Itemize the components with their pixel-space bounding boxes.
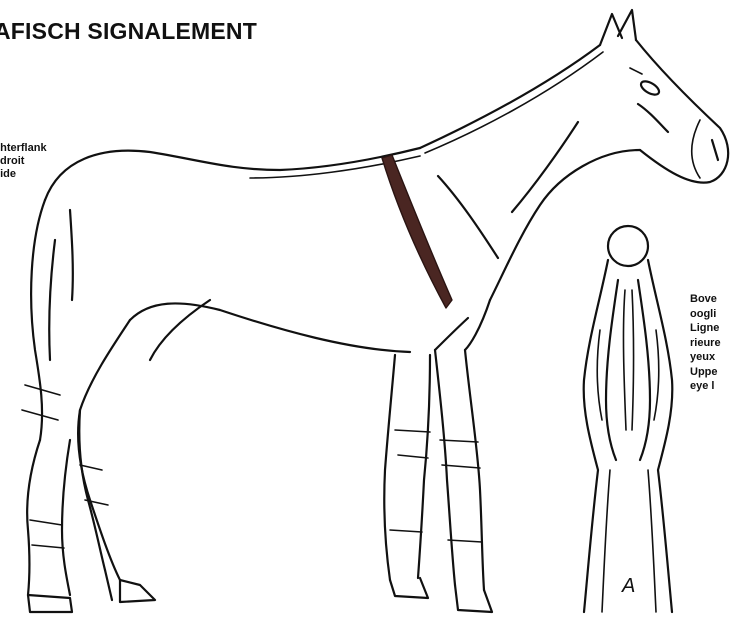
girth-marking: [382, 155, 452, 308]
horse-face-front-view: [584, 226, 673, 612]
hoof-mark-label: A: [621, 575, 635, 597]
horse-body: [31, 10, 728, 580]
horse-legs: [22, 350, 492, 612]
